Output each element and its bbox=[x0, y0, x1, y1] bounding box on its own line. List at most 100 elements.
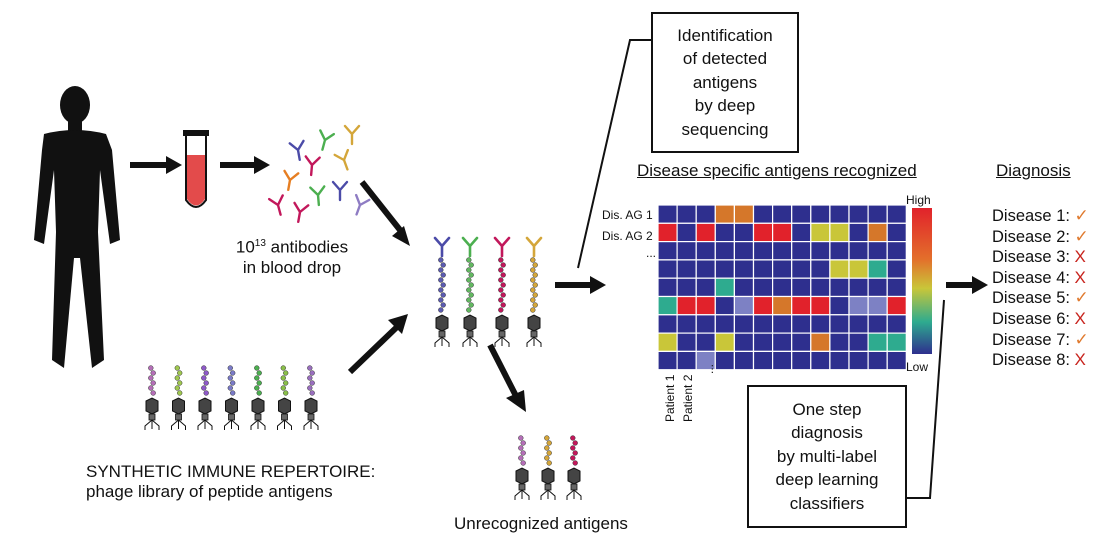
antibody-icon bbox=[283, 169, 300, 192]
bound-antibody-icon bbox=[493, 236, 511, 258]
heatmap-cell bbox=[714, 295, 735, 316]
heatmap-cell bbox=[886, 204, 907, 224]
phage-icon bbox=[250, 365, 266, 430]
phage-icon bbox=[197, 365, 213, 430]
heatmap-cell bbox=[886, 295, 907, 316]
diagnosis-item: Disease 8: X bbox=[992, 350, 1102, 371]
heatmap-cell bbox=[791, 295, 812, 316]
connector-onestep bbox=[907, 299, 945, 499]
heatmap-cell bbox=[676, 314, 697, 334]
heatmap-cell bbox=[886, 277, 907, 298]
heatmap-cell bbox=[867, 350, 888, 371]
bound-antibody-icon bbox=[525, 236, 543, 258]
heatmap-cell bbox=[829, 277, 850, 298]
heatmap-cell bbox=[810, 204, 831, 224]
heatmap-cell bbox=[695, 332, 716, 353]
heatmap-cell bbox=[752, 277, 774, 298]
heatmap-col-label: Patient 1 bbox=[663, 374, 677, 422]
heatmap-cell bbox=[752, 204, 774, 224]
heatmap-cell bbox=[848, 241, 869, 261]
heatmap-cell bbox=[791, 222, 812, 243]
heatmap-cell bbox=[733, 314, 755, 334]
diagnosis-item: Disease 6: X bbox=[992, 309, 1102, 330]
bound-phage-group bbox=[433, 236, 543, 347]
phage-icon bbox=[514, 435, 530, 500]
heatmap-cell bbox=[810, 277, 831, 298]
heatmap-cell bbox=[829, 350, 850, 371]
phage-icon bbox=[461, 236, 479, 347]
phage-icon bbox=[540, 435, 556, 500]
identification-box: Identification of detected antigens by d… bbox=[651, 12, 799, 153]
heatmap-cell bbox=[676, 295, 697, 316]
heatmap-cell bbox=[676, 241, 697, 261]
heatmap-cell bbox=[886, 259, 907, 279]
heatmap-cell bbox=[867, 259, 888, 279]
bound-antibody-icon bbox=[461, 236, 479, 258]
heatmap-cell bbox=[886, 332, 907, 353]
heatmap-cell bbox=[886, 222, 907, 243]
antibody-icon bbox=[304, 155, 321, 177]
heatmap-cell bbox=[810, 314, 831, 334]
heatmap-cell bbox=[676, 332, 697, 353]
arrow-binding-to-heatmap bbox=[555, 276, 606, 294]
heatmap-cell bbox=[676, 204, 697, 224]
heatmap-cell bbox=[695, 295, 716, 316]
heatmap-cell bbox=[733, 295, 755, 316]
heatmap-cell bbox=[791, 241, 812, 261]
heatmap-cell bbox=[867, 241, 888, 261]
heatmap-cell bbox=[657, 204, 678, 224]
heatmap-cell bbox=[657, 222, 678, 243]
heatmap-cell bbox=[676, 350, 697, 371]
heatmap-cell bbox=[733, 277, 755, 298]
heatmap-cell bbox=[791, 204, 812, 224]
heatmap-cell bbox=[771, 314, 793, 334]
heatmap-color-scale bbox=[912, 208, 932, 354]
diagnosis-title: Diagnosis bbox=[996, 161, 1071, 180]
diagnosis-label: Disease 4: bbox=[992, 268, 1075, 287]
heatmap-cell bbox=[657, 277, 678, 298]
heatmap-cell bbox=[810, 222, 831, 243]
diagnosis-label: Disease 5: bbox=[992, 289, 1075, 308]
heatmap-cell bbox=[771, 350, 793, 371]
antibody-icon bbox=[354, 193, 371, 216]
checkmark-icon: ✓ bbox=[1074, 329, 1089, 349]
arrow-library-to-binding bbox=[347, 314, 408, 375]
checkmark-icon: ✓ bbox=[1074, 288, 1089, 308]
heatmap-cell bbox=[791, 259, 812, 279]
heatmap-cell bbox=[733, 204, 755, 224]
heatmap-cell bbox=[657, 241, 678, 261]
heatmap-cell bbox=[771, 332, 793, 353]
heatmap-cell bbox=[695, 222, 716, 243]
unrecognized-phage-group bbox=[514, 435, 582, 500]
heatmap-cell bbox=[676, 259, 697, 279]
scale-high-label: High bbox=[906, 193, 931, 207]
phage-icon bbox=[433, 236, 451, 347]
arrow-antibodies-to-binding bbox=[359, 180, 410, 246]
diagnosis-item: Disease 7: ✓ bbox=[992, 330, 1102, 351]
heatmap-cell bbox=[752, 241, 774, 261]
antibody-icon bbox=[343, 124, 361, 146]
antibody-icon bbox=[333, 148, 350, 171]
heatmap-cell bbox=[867, 295, 888, 316]
heatmap-cell bbox=[886, 314, 907, 334]
heatmap-cell bbox=[695, 314, 716, 334]
heatmap-cell bbox=[771, 259, 793, 279]
antibody-icon bbox=[267, 194, 284, 216]
heatmap-cell bbox=[752, 332, 774, 353]
diagnosis-label: Disease 8: bbox=[992, 351, 1075, 370]
diagnosis-label: Disease 3: bbox=[992, 248, 1075, 267]
heatmap-cell bbox=[829, 222, 850, 243]
heatmap-cell bbox=[714, 332, 735, 353]
heatmap-cell bbox=[829, 241, 850, 261]
heatmap-cell bbox=[829, 314, 850, 334]
diagnosis-label: Disease 7: bbox=[992, 330, 1075, 349]
diagnosis-item: Disease 2: ✓ bbox=[992, 227, 1102, 248]
heatmap-cell bbox=[810, 332, 831, 353]
heatmap-cell bbox=[733, 259, 755, 279]
heatmap-cell bbox=[657, 295, 678, 316]
heatmap-cell bbox=[752, 295, 774, 316]
heatmap-cell bbox=[714, 350, 735, 371]
heatmap-cell bbox=[695, 259, 716, 279]
